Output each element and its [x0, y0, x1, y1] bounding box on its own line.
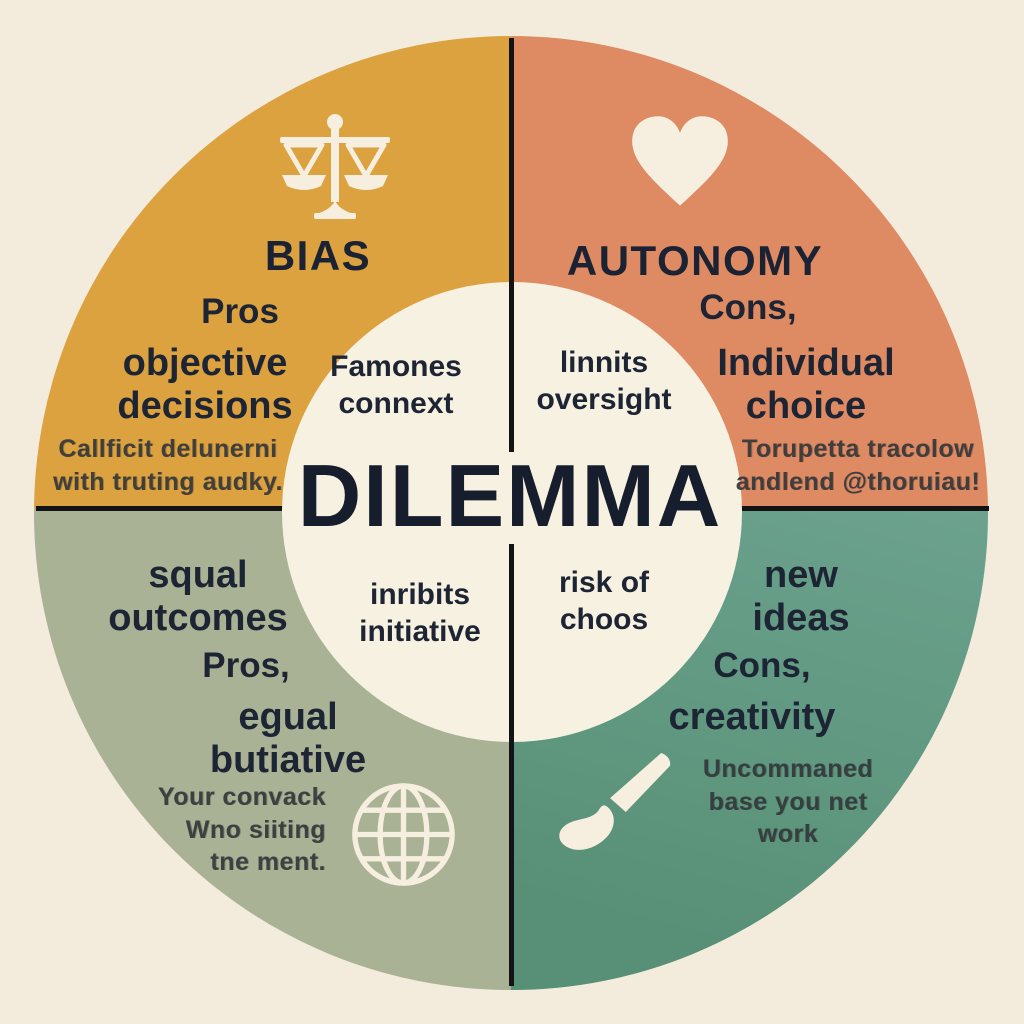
new-ideas-phrase: new ideas: [752, 554, 849, 639]
center-note-top-right: linnits oversight: [536, 345, 671, 418]
text-line: inribits: [369, 578, 471, 611]
paintbrush-icon: [559, 752, 671, 850]
text-line: butiative: [209, 738, 367, 781]
text-line: andlend @thoruiau!: [735, 467, 981, 496]
text-line: base you net: [708, 787, 868, 816]
bias-phrase: objective decisions: [117, 342, 292, 427]
center-note-top-left: Famones connext: [330, 349, 462, 422]
text-line: initiative: [359, 614, 481, 648]
text-line: Individual: [717, 342, 895, 384]
bottom-right-fine-text: Uncommaned base you net work: [703, 753, 873, 851]
text-line: new: [764, 554, 838, 596]
center-note-bottom-right: risk of choos: [559, 565, 649, 638]
center-note-bottom-left: inribits initiative: [359, 577, 481, 650]
autonomy-heading: AUTONOMY: [566, 237, 824, 284]
bottom-left-pros-label: Pros,: [202, 646, 290, 685]
bias-heading: BIAS: [264, 232, 372, 279]
text-line: connext: [338, 386, 454, 420]
text-line: choice: [745, 384, 867, 427]
text-line: risk of: [558, 566, 650, 599]
text-line: tne ment.: [210, 848, 326, 876]
text-line: linnits: [559, 346, 649, 379]
bias-pros-label: Pros: [201, 292, 279, 331]
text-line: objective: [122, 342, 288, 384]
text-line: Torupetta tracolow: [741, 435, 975, 463]
autonomy-phrase: Individual choice: [717, 342, 894, 427]
text-line: outcomes: [108, 596, 288, 639]
outer-circle: [34, 36, 988, 990]
globe-icon: [352, 783, 455, 886]
dilemma-title: DILEMMA: [297, 446, 723, 545]
text-line: Callficit delunerni: [58, 435, 278, 463]
text-line: Uncommaned: [702, 755, 874, 783]
autonomy-fine-text: Torupetta tracolow andlend @thoruiau!: [736, 433, 980, 498]
creativity-phrase: creativity: [668, 696, 836, 738]
vertical-divider-top: [509, 38, 514, 452]
horizontal-divider-right: [741, 506, 989, 511]
text-line: oversight: [536, 382, 672, 416]
bias-fine-text: Callficit delunerni with truting audky.: [53, 433, 283, 498]
text-line: Wno siiting: [185, 815, 326, 844]
text-line: squal: [148, 554, 248, 596]
text-line: work: [757, 820, 819, 848]
equal-outcomes-phrase: squal outcomes: [108, 554, 287, 639]
text-line: ideas: [752, 596, 850, 639]
text-line: Your convack: [157, 783, 326, 811]
autonomy-cons-label: Cons,: [699, 288, 797, 327]
text-line: decisions: [117, 384, 293, 427]
bottom-right-cons-label: Cons,: [713, 646, 811, 685]
vertical-divider-bottom: [509, 544, 514, 986]
text-line: egual: [238, 696, 338, 738]
heart-icon: [632, 116, 728, 206]
text-line: choos: [559, 602, 649, 636]
text-line: Famones: [330, 350, 462, 383]
equal-initiative-phrase: egual butiative: [210, 696, 366, 781]
bottom-left-fine-text: Your convack Wno siiting tne ment.: [118, 781, 326, 879]
text-line: with truting audky.: [53, 467, 283, 496]
scales-icon: [280, 114, 390, 219]
horizontal-divider-left: [36, 506, 284, 511]
